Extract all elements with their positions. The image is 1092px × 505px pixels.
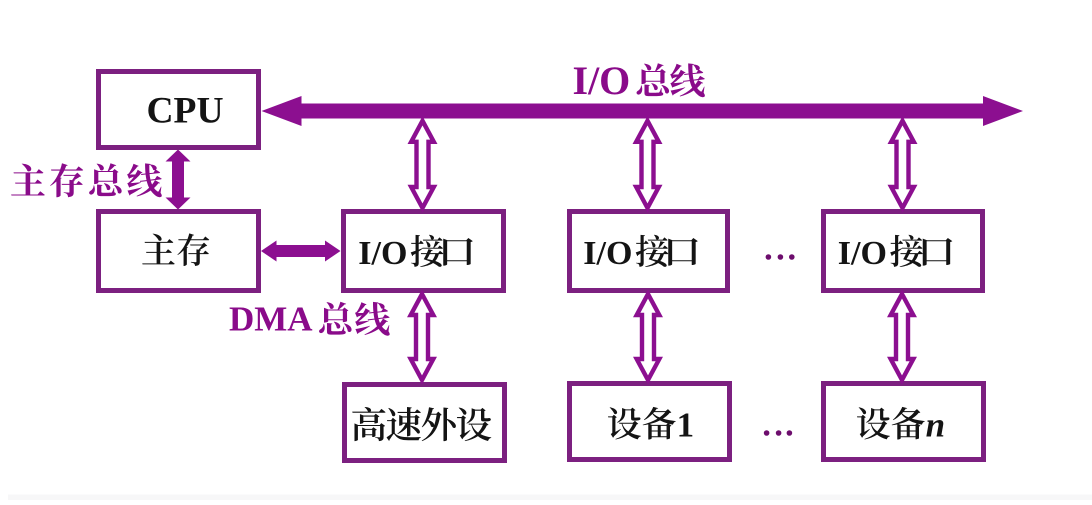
svg-text:n: n [926, 406, 945, 445]
svg-text:I/O: I/O [583, 235, 632, 272]
svg-text:CPU: CPU [146, 91, 223, 132]
svg-text:I/O: I/O [358, 235, 407, 272]
svg-text:I/O: I/O [838, 235, 887, 272]
svg-text:I/O: I/O [573, 58, 631, 103]
svg-text:DMA: DMA [229, 300, 313, 339]
svg-text:1: 1 [677, 406, 695, 445]
